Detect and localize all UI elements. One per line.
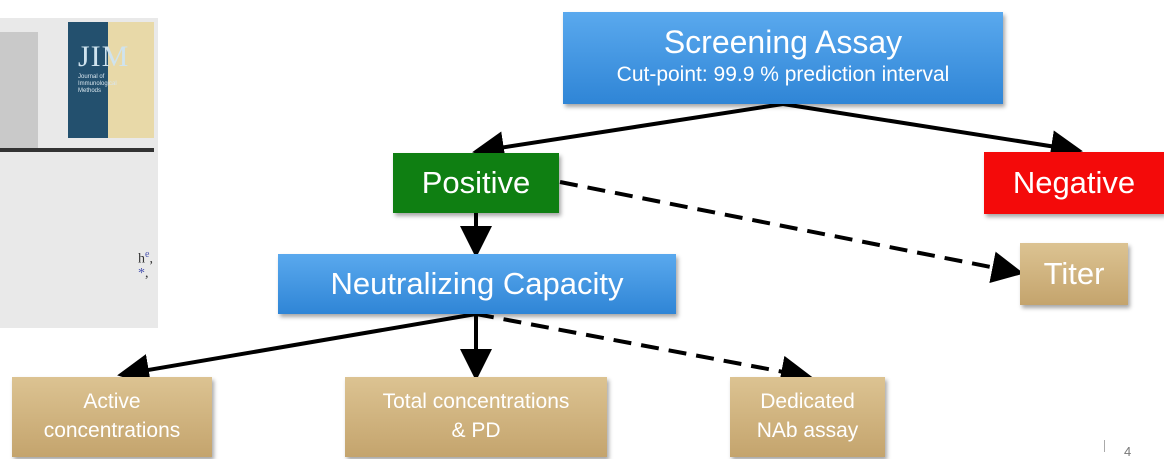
neutralizing-capacity-box: Neutralizing Capacity [278,254,676,314]
snippet-asterisk: * [138,265,145,281]
total-line2: & PD [451,419,501,442]
screening-assay-cutpoint: Cut-point: 99.9 % prediction interval [616,63,950,86]
arrow-screening-to-positive [472,102,784,164]
arrow-neutralizing-to-dedicated [475,312,813,388]
active-concentrations-box: Active concentrations [12,377,212,457]
screening-assay-box: Screening Assay Cut-point: 99.9 % predic… [563,12,1003,104]
positive-box: Positive [393,153,559,213]
cover-stripe [108,22,154,138]
page-number-divider [1104,440,1105,452]
arrow-screening-to-negative [782,102,1083,163]
snippet-superscript: e [145,249,150,260]
active-line2: concentrations [43,419,181,442]
arrow-neutralizing-to-active [117,312,477,386]
article-divider [0,148,154,152]
journal-cover-image: JIM Journal of Immunological Methods [68,22,154,138]
titer-box: Titer [1020,243,1128,305]
journal-cover-title: Journal of Immunological Methods [78,74,117,94]
total-concentrations-box: Total concentrations & PD [345,377,607,457]
screening-assay-title: Screening Assay [663,24,903,60]
journal-logo: JIM [78,40,130,73]
active-line1: Active [83,390,141,413]
dedicated-nab-assay-box: Dedicated NAb assay [730,377,885,457]
negative-box: Negative [984,152,1164,214]
snippet-text: h [138,251,145,267]
article-placeholder-block [0,32,38,152]
arrow-positive-to-titer [559,180,1024,284]
dedicated-line2: NAb assay [756,419,859,442]
journal-article-thumbnail: JIM Journal of Immunological Methods [0,18,158,328]
total-line1: Total concentrations [382,390,570,413]
dedicated-line1: Dedicated [760,390,855,413]
article-author-snippet: he, *, [138,249,153,281]
